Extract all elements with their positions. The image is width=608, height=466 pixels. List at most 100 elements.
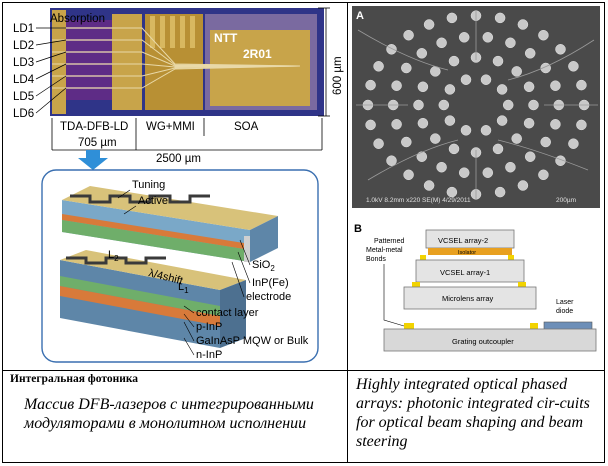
sem-bond-pad [496,84,508,95]
sem-bond-pad [423,180,435,191]
sem-bond-pad [448,55,460,67]
sem-bond-pad [524,48,536,59]
column-divider [347,2,348,463]
sem-footer-left: 1.0kV 8.2mm x220 SE(M) 4/29/2011 [366,197,471,204]
sem-image: A 1.0kV 8.2mm x220 SE(M) 4/29/2011 200µm [352,6,600,208]
sem-bond-pad [576,119,587,131]
label-sio2: SiO2 [252,259,275,273]
down-arrow-icon [78,150,108,170]
chip-photo [50,8,324,116]
sem-bond-pad [391,80,402,91]
sem-bond-pad [492,55,504,67]
sem-bond-pad [511,66,522,77]
stack-panel-letter: B [354,223,362,235]
sem-bond-pad [401,62,412,74]
stack-microlens: Microlens array [442,294,494,303]
sem-bond-pad [446,12,458,24]
stack-grating: Grating outcoupler [452,337,514,346]
stack-diagram: B VCSEL array-2 Isolator VCSEL array-1 M… [354,223,597,352]
lane-label-ld3: LD3 [13,57,34,69]
stack-isolator: Isolator [458,250,476,256]
right-figure: A 1.0kV 8.2mm x220 SE(M) 4/29/2011 200µm… [352,6,600,352]
sem-bond-pad [423,19,435,30]
section-label-wg: WG+MMI [146,121,195,133]
sem-bond-pad [413,99,424,111]
sem-bond-pad [365,79,376,91]
sem-bond-pad [417,117,429,129]
sem-bond-pad [523,81,535,93]
caption-left-body: Массив DFB-лазеров с интегрированными мо… [24,396,314,432]
sem-bond-pad [436,161,447,173]
stack-laser-diode-line1: Laser [556,299,574,306]
chip-logo: NTT [214,31,238,45]
sem-bond-pad [460,125,472,136]
sem-bond-pad [550,119,561,130]
stack-side-label-2: Metal-metal [366,247,403,254]
sem-bond-pad [436,37,447,49]
sem-bond-pad [458,32,470,43]
label-l1: L1 [178,281,189,295]
sem-bond-pad [444,84,456,95]
sem-bond-pad [430,66,441,77]
caption-right-body: Highly integrated optical phased arrays:… [356,376,590,450]
sem-bond-pad [538,169,549,181]
sem-bond-pad [403,169,414,181]
sem-bond-pad [458,167,470,178]
sem-bond-pad [373,61,384,72]
caption-left-title: Интегральная фотоника [10,373,139,385]
label-inp-fe: InP(Fe) [252,277,289,289]
sem-bond-pad [538,29,549,41]
height-dim: 600 µm [332,56,344,95]
chip-part-code: 2R01 [243,47,272,61]
sem-bond-pad [480,125,492,136]
sem-bond-pad [448,143,460,155]
lane-label-ld5: LD5 [13,91,34,103]
lane-label-ld4: LD4 [13,74,35,86]
stack-laser-diode-line2: diode [556,308,573,315]
sem-bond-pad [494,12,506,24]
sem-bond-pad [555,44,566,55]
sem-bond-pad [540,136,551,148]
sem-bond-pad [482,32,494,43]
absorption-label: Absorption [50,13,105,25]
sem-bond-pad [482,167,494,178]
section-label-tda: TDA-DFB-LD [60,121,128,133]
section-label-705: 705 µm [78,137,117,149]
label-mqw: GaInAsP MQW or Bulk [196,335,309,347]
sem-bond-pad [386,44,397,55]
label-contact-layer: contact layer [196,307,259,319]
stack-vcsel2: VCSEL array-2 [438,236,488,245]
stack-side-label-3: Bonds [366,256,386,263]
sem-bond-pad [550,80,561,91]
sem-bond-pad [386,155,397,166]
sem-bond-pad [523,117,535,129]
label-n-inp: n-InP [196,349,222,361]
sem-bond-pad [568,138,579,149]
sem-bond-pad [517,180,529,191]
lane-label-ld2: LD2 [13,40,34,52]
sem-bond-pad [446,186,458,198]
sem-bond-pad [480,74,492,85]
sem-bond-pad [391,119,402,130]
sem-bond-pad [365,119,376,131]
label-p-inp: p-InP [196,321,222,333]
sem-bond-pad [502,99,514,111]
sem-bond-pad [416,48,428,59]
sem-bond-pad [528,99,539,111]
label-tuning: Tuning [132,179,165,191]
sem-bond-pad [505,161,516,173]
bottom-device [60,250,246,348]
sem-bond-pad [416,151,428,162]
row-divider [2,370,605,371]
stack-side-label-1: Patterned [374,238,404,245]
sem-bond-pad [430,133,441,144]
section-label-soa: SOA [234,121,259,133]
lane-label-ld6: LD6 [13,108,34,120]
sem-bond-pad [460,74,472,85]
sem-bond-pad [576,79,587,91]
sem-bond-pad [403,29,414,41]
sem-bond-pad [494,186,506,198]
sem-bond-pad [568,61,579,72]
label-electrode: electrode [246,291,291,303]
